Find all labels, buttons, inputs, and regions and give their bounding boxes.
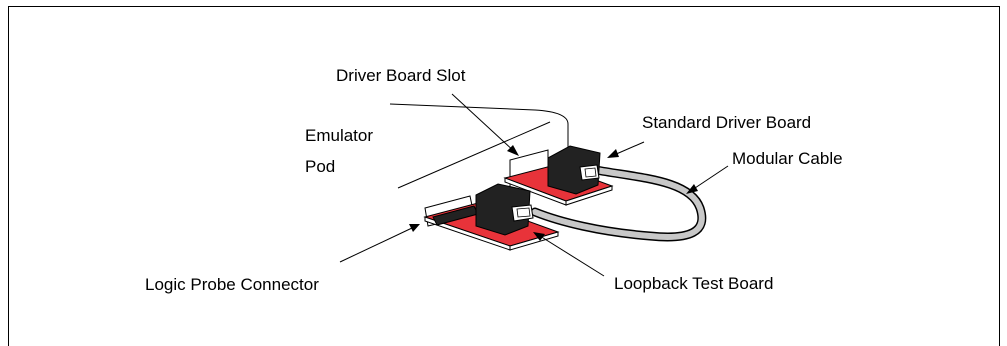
label-modular-cable: Modular Cable <box>732 149 843 168</box>
leader-loopback-test-board <box>539 235 605 277</box>
label-standard-driver-board: Standard Driver Board <box>642 113 811 132</box>
leader-driver-board-slot <box>451 93 517 154</box>
leader-logic-probe-connector <box>339 227 413 263</box>
leader-modular-cable <box>691 165 729 191</box>
label-loopback-test-board: Loopback Test Board <box>614 274 773 293</box>
label-emulator: Emulator <box>305 126 373 145</box>
emulator-pod-front-edge <box>397 121 551 189</box>
emulator-pod-top-edge <box>389 103 569 150</box>
loopback-board-plug <box>475 183 531 236</box>
label-logic-probe-connector: Logic Probe Connector <box>145 275 319 294</box>
standard-board-plug <box>547 145 601 195</box>
label-driver-board-slot: Driver Board Slot <box>336 66 466 85</box>
leader-standard-driver-board <box>613 141 645 156</box>
diagram-frame <box>8 6 1000 346</box>
label-pod: Pod <box>305 157 335 176</box>
